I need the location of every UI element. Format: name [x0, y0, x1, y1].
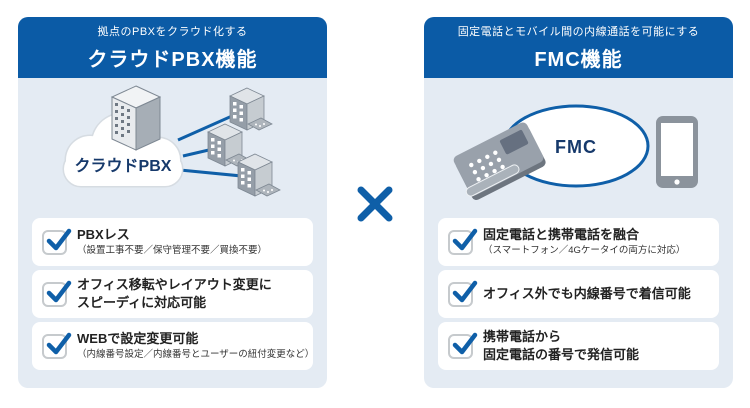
cloud-pbx-panel: 拠点のPBXをクラウド化する クラウドPBX機能	[18, 17, 327, 388]
feature-note: （内線番号設定／内線番号とユーザーの紐付変更など）	[77, 348, 315, 360]
desk-phone-icon	[453, 122, 546, 200]
feature-card-web-config: WEBで設定変更可能 （内線番号設定／内線番号とユーザーの紐付変更など）	[32, 322, 315, 370]
feature-title: オフィス移転やレイアウト変更に	[77, 277, 272, 293]
office-building-icon	[229, 87, 273, 131]
office-building-icon	[237, 153, 281, 197]
fmc-header: 固定電話とモバイル間の内線通話を可能にする FMC機能	[424, 17, 733, 78]
feature-card-pbx-less: PBXレス （設置工事不要／保守管理不要／買換不要）	[32, 218, 313, 266]
feature-title-line2: スピーディに対応可能	[77, 295, 207, 310]
feature-note: （スマートフォン／4Gケータイの両方に対応）	[483, 244, 686, 256]
fmc-title: FMC機能	[534, 49, 623, 71]
fmc-feature-list: 固定電話と携帯電話を融合 （スマートフォン／4Gケータイの両方に対応） オフィス…	[424, 215, 733, 370]
cloud-pbx-feature-list: PBXレス （設置工事不要／保守管理不要／買換不要） オフィス移転やレイアウト変…	[18, 215, 327, 370]
feature-card-fusion: 固定電話と携帯電話を融合 （スマートフォン／4Gケータイの両方に対応）	[438, 218, 719, 266]
smartphone-icon	[656, 116, 698, 188]
checkmark-icon	[42, 280, 72, 307]
feature-title: オフィス外でも内線番号で着信可能	[483, 286, 691, 302]
checkmark-icon	[448, 228, 478, 255]
cloud-pbx-diagram-label: クラウドPBX	[75, 157, 172, 175]
multiply-cross-icon	[353, 182, 397, 226]
feature-title: WEBで設定変更可能	[77, 331, 199, 347]
feature-title: 携帯電話から	[483, 329, 562, 345]
feature-title: 固定電話と携帯電話を融合	[483, 227, 640, 243]
checkmark-icon	[448, 332, 478, 359]
checkmark-icon	[42, 228, 72, 255]
cloud-pbx-diagram-icon: クラウドPBX	[62, 85, 281, 197]
cloud-pbx-title: クラウドPBX機能	[87, 49, 258, 71]
feature-card-extension-incoming: オフィス外でも内線番号で着信可能	[438, 270, 719, 318]
checkmark-icon	[42, 332, 72, 359]
feature-note: （設置工事不要／保守管理不要／買換不要）	[77, 244, 268, 256]
cloud-pbx-illustration: クラウドPBX	[18, 78, 327, 215]
fmc-subtitle: 固定電話とモバイル間の内線通話を可能にする	[457, 26, 700, 38]
feature-card-outgoing-fixed-number: 携帯電話から 固定電話の番号で発信可能	[438, 322, 719, 370]
feature-card-office-move: オフィス移転やレイアウト変更に スピーディに対応可能	[32, 270, 313, 318]
feature-title: PBXレス	[77, 227, 130, 243]
feature-title-line2: 固定電話の番号で発信可能	[483, 347, 640, 362]
fmc-panel: 固定電話とモバイル間の内線通話を可能にする FMC機能 FMC	[424, 17, 733, 388]
fmc-diagram-icon: FMC	[453, 104, 698, 200]
cloud-pbx-subtitle: 拠点のPBXをクラウド化する	[97, 26, 248, 38]
cloud-pbx-header: 拠点のPBXをクラウド化する クラウドPBX機能	[18, 17, 327, 78]
fmc-diagram-label: FMC	[555, 137, 597, 157]
fmc-illustration: FMC	[424, 78, 733, 215]
checkmark-icon	[448, 280, 478, 307]
